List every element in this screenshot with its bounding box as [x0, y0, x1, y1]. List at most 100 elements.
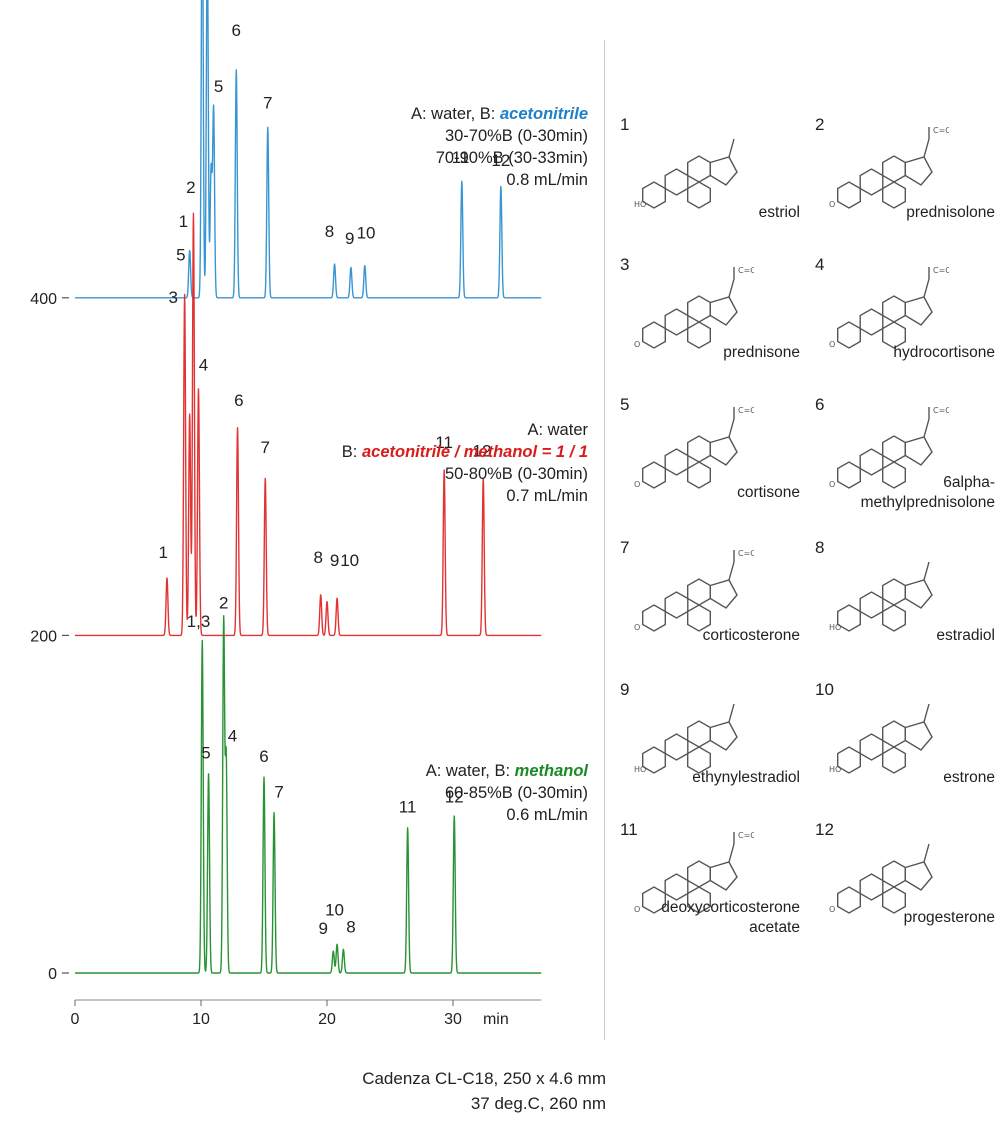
- column-info-line1: Cadenza CL-C18, 250 x 4.6 mm: [362, 1069, 606, 1088]
- structure-drawing: C=O O: [634, 266, 754, 349]
- peak-label: 1: [158, 543, 167, 562]
- compound-name-line1: estradiol: [936, 627, 995, 644]
- conditions-mix-line2: B: acetonitrile / methanol = 1 / 1: [341, 443, 588, 461]
- peak-label: 4: [228, 727, 237, 746]
- compound-name: estradiol: [936, 626, 995, 646]
- svg-text:HO: HO: [829, 765, 841, 774]
- y-tick-label: 0: [48, 966, 57, 983]
- compound-number: 1: [620, 115, 630, 134]
- structure-drawing: C=OO: [634, 831, 754, 914]
- peak-label: 6: [232, 21, 241, 40]
- conditions-acn-line3: 70-90%B (30-33min): [435, 149, 588, 167]
- peak-label: 6: [234, 391, 243, 410]
- svg-text:C=O: C=O: [738, 406, 754, 415]
- compound-name-line1: prednisolone: [906, 204, 995, 221]
- svg-text:C=O: C=O: [933, 126, 949, 135]
- peak-label: 4: [199, 355, 208, 374]
- compound-number: 3: [620, 255, 630, 274]
- compound-number: 2: [815, 115, 825, 134]
- trace-line-2: [74, 212, 542, 637]
- svg-text:O: O: [829, 200, 835, 209]
- conditions-mix-line4: 0.7 mL/min: [506, 487, 588, 505]
- compound-name: cortisone: [737, 483, 800, 503]
- column-info-line2: 37 deg.C, 260 nm: [470, 1094, 606, 1113]
- compound-name-line1: estriol: [758, 204, 800, 221]
- peak-label: 6: [259, 747, 268, 766]
- conditions-methanol: A: water, B: methanol 60-85%B (0-30min) …: [426, 760, 588, 826]
- compound-name-line1: 6alpha-: [943, 474, 995, 491]
- panel-divider: [604, 40, 605, 1040]
- svg-text:O: O: [634, 623, 640, 632]
- peak-label: 10: [357, 224, 376, 243]
- svg-text:O: O: [829, 905, 835, 914]
- peak-label: 8: [313, 548, 322, 567]
- compound-number: 4: [815, 255, 825, 274]
- conditions-meoh-line2: 60-85%B (0-30min): [444, 784, 588, 802]
- conditions-acetonitrile: A: water, B: acetonitrile 30-70%B (0-30m…: [411, 103, 588, 191]
- peak-label: 11: [452, 148, 470, 167]
- svg-text:C=O: C=O: [738, 266, 754, 275]
- compound-name: hydrocortisone: [893, 343, 995, 363]
- conditions-meoh-line3: 0.6 mL/min: [506, 806, 588, 824]
- svg-text:C=O: C=O: [738, 831, 754, 840]
- trace-line-3: [74, 615, 542, 974]
- x-tick-label: 10: [192, 1011, 210, 1028]
- compound-name-line1: progesterone: [903, 909, 995, 926]
- peak-label: 2: [219, 593, 228, 612]
- compound-number: 8: [815, 538, 825, 557]
- svg-text:O: O: [634, 340, 640, 349]
- peak-label: 3: [169, 288, 178, 307]
- peak-label: 11: [435, 433, 453, 452]
- compound-name: estriol: [759, 203, 800, 223]
- peak-label: 2: [186, 178, 195, 197]
- compound-name-line1: corticosterone: [702, 627, 800, 644]
- structure-drawing: C=O O: [634, 549, 754, 632]
- x-tick-label: 20: [318, 1011, 336, 1028]
- compound-number: 7: [620, 538, 630, 557]
- peak-label: 9: [318, 919, 327, 938]
- compound-name: 6alpha-methylprednisolone: [861, 473, 995, 513]
- compound-name: ethynylestradiol: [692, 768, 800, 788]
- compound-name-line2: acetate: [749, 919, 800, 936]
- compound-name-line1: hydrocortisone: [893, 344, 995, 361]
- x-axis-label: min: [483, 1011, 509, 1028]
- peak-label: 11: [399, 798, 417, 817]
- structure-drawing: HO: [634, 138, 738, 209]
- structure-drawing: O: [829, 843, 933, 914]
- conditions-meoh-line1: A: water, B: methanol: [425, 762, 588, 780]
- svg-text:O: O: [829, 480, 835, 489]
- peak-label: 7: [274, 782, 283, 801]
- peak-label: 7: [263, 94, 272, 113]
- structure-drawing: C=O O: [634, 406, 754, 489]
- svg-text:O: O: [634, 480, 640, 489]
- compound-name-line1: estrone: [943, 769, 995, 786]
- peak-label: 10: [325, 901, 344, 920]
- svg-text:C=O: C=O: [738, 549, 754, 558]
- compound-number: 6: [815, 395, 825, 414]
- conditions-mix-line1: A: water: [527, 421, 588, 439]
- compound-number: 12: [815, 820, 834, 839]
- y-tick-label: 200: [30, 628, 57, 645]
- svg-text:HO: HO: [634, 765, 646, 774]
- peak-label: 7: [261, 438, 270, 457]
- solvent-acetonitrile: acetonitrile: [499, 105, 588, 123]
- x-tick-label: 0: [71, 1011, 80, 1028]
- svg-text:C=O: C=O: [933, 406, 949, 415]
- peak-label: 8: [346, 917, 355, 936]
- y-tick-label: 400: [30, 291, 57, 308]
- compound-name: corticosterone: [703, 626, 800, 646]
- peak-label: 8: [325, 222, 334, 241]
- svg-text:O: O: [829, 340, 835, 349]
- compound-name: prednisolone: [906, 203, 995, 223]
- peak-label: 5: [176, 246, 185, 265]
- solvent-mixed: acetonitrile / methanol = 1 / 1: [361, 443, 588, 461]
- compound-name: progesterone: [904, 908, 995, 928]
- peak-label: 12: [445, 788, 464, 807]
- peak-label: 5: [214, 77, 223, 96]
